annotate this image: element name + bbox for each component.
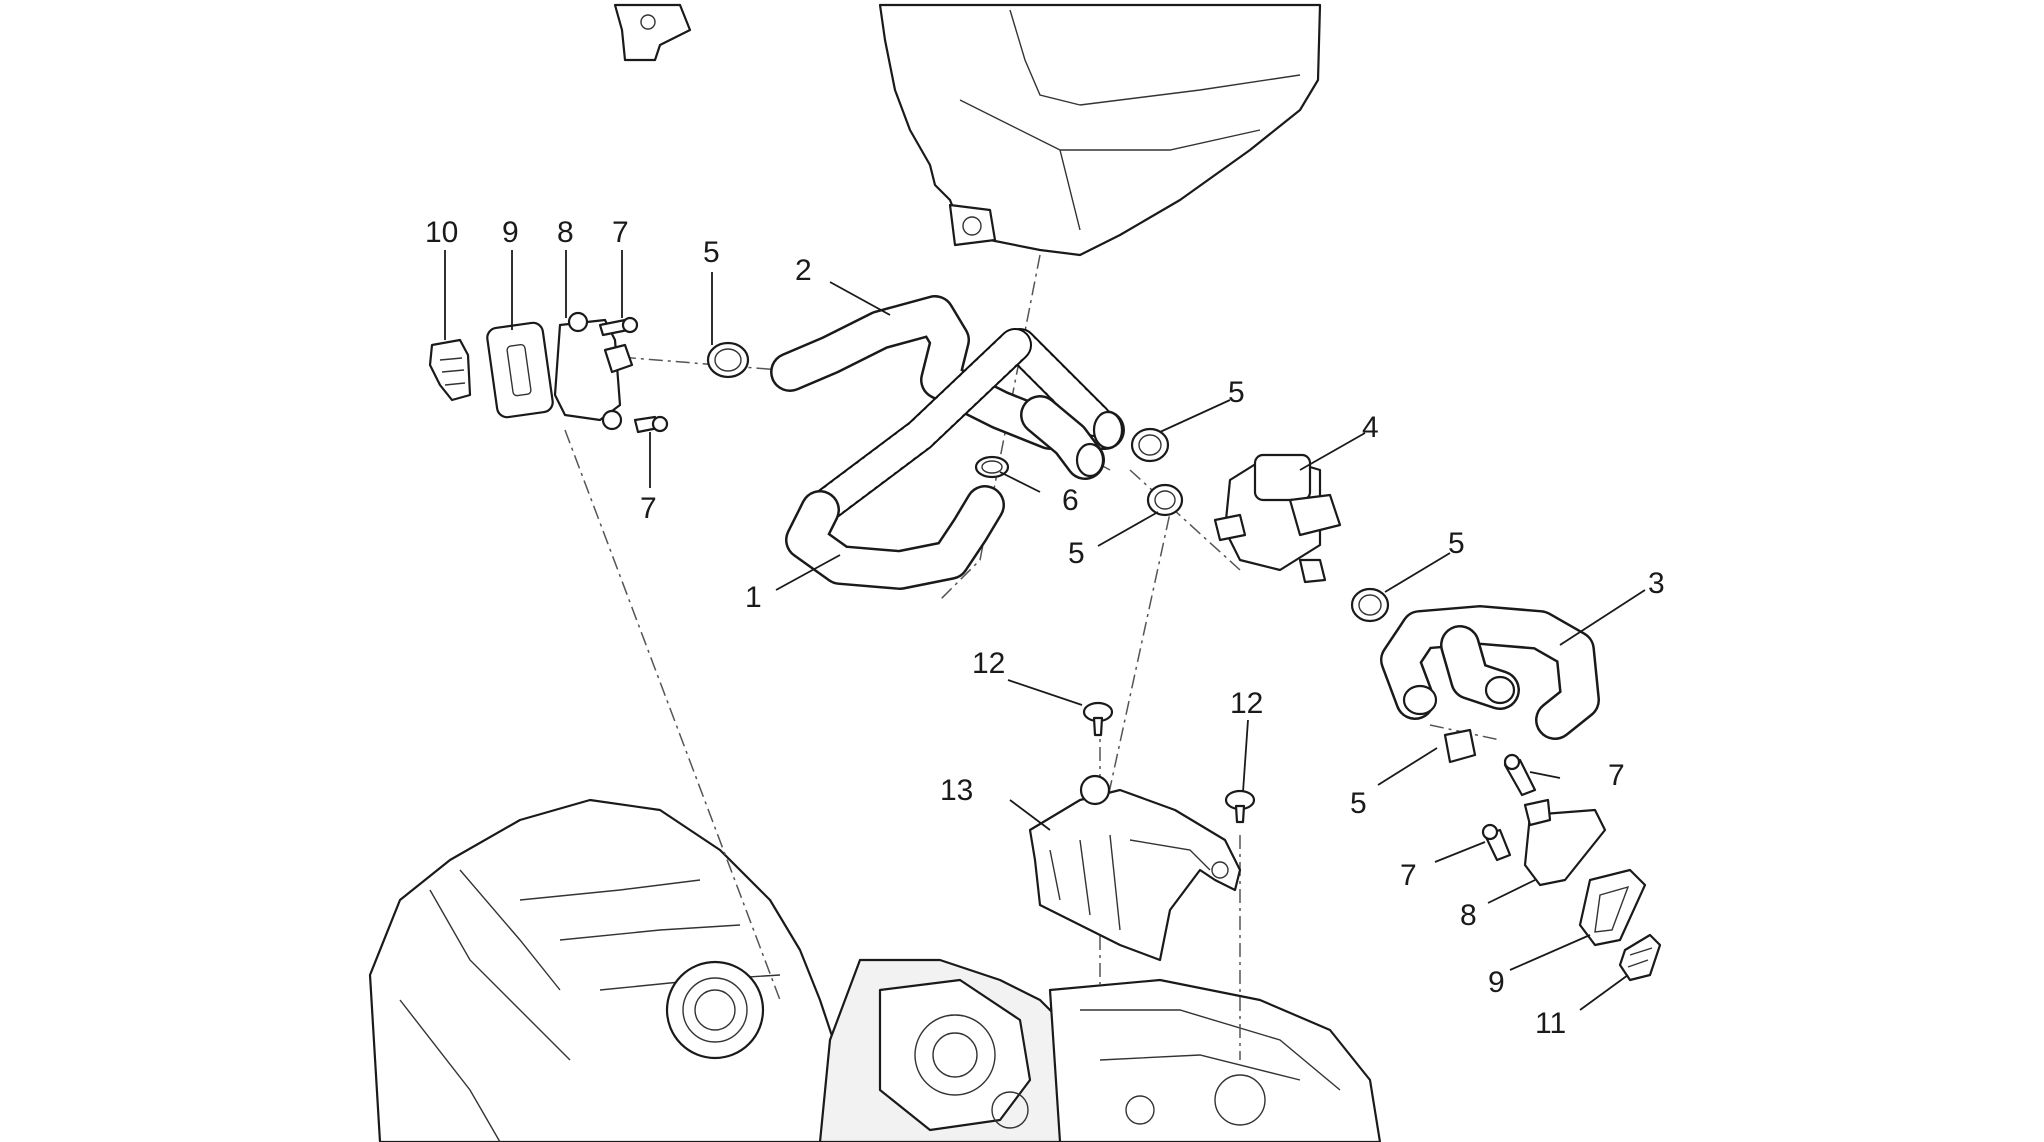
callout-5: 5: [1448, 527, 1465, 560]
callout-8: 8: [557, 216, 574, 249]
callout-5: 5: [1350, 787, 1367, 820]
part-3-hose: [1380, 605, 1600, 740]
part-1-hose: [785, 328, 1105, 590]
part-9-gasket-lower: [1578, 868, 1647, 947]
callout-2: 2: [795, 254, 812, 287]
mounting-bracket: [613, 3, 692, 62]
callout-12: 12: [1230, 687, 1263, 720]
part-11-connector: [1618, 933, 1662, 982]
part-5-clamp-upper: [706, 341, 750, 379]
part-13-support: [1028, 774, 1242, 962]
callout-7: 7: [1608, 759, 1625, 792]
part-5-clamp-mid: [1130, 427, 1170, 463]
part-12-push-pin-right: [1224, 789, 1256, 824]
part-8-flange-lower: [1523, 798, 1607, 887]
callout-3: 3: [1648, 567, 1665, 600]
callout-labels: 10 9 8 7 5 2 7 5 4 6 5 1 5 3 12 12 13 7 …: [425, 216, 1665, 1040]
callout-7: 7: [1400, 859, 1417, 892]
callout-9: 9: [1488, 966, 1505, 999]
callout-12: 12: [972, 647, 1005, 680]
callout-9: 9: [502, 216, 519, 249]
callout-4: 4: [1362, 411, 1379, 444]
part-9-gasket: [486, 321, 554, 419]
part-8-flange: [553, 311, 634, 431]
part-12-push-pin-left: [1082, 701, 1114, 737]
callout-5: 5: [703, 236, 720, 269]
part-5-clamp-right: [1350, 587, 1390, 623]
callout-6: 6: [1062, 484, 1079, 517]
part-5-clamp-bottom-right: [1443, 728, 1477, 764]
airbox-housing: [878, 3, 1322, 257]
callout-7: 7: [612, 216, 629, 249]
part-7-screw-lower: [633, 415, 669, 434]
callout-8: 8: [1460, 899, 1477, 932]
part-7-screw-right-upper: [1503, 753, 1537, 797]
callout-11: 11: [1535, 1007, 1566, 1040]
part-7-screw-upper: [598, 316, 639, 337]
leader-lines: [444, 250, 1646, 1011]
part-10-connector: [428, 338, 472, 402]
part-4-valve: [1213, 453, 1342, 584]
callout-5: 5: [1068, 537, 1085, 570]
callout-7: 7: [640, 492, 657, 525]
part-7-screw-right-lower: [1481, 823, 1512, 862]
callout-10: 10: [425, 216, 458, 249]
callout-13: 13: [940, 774, 973, 807]
part-5-clamp-lower: [1146, 483, 1184, 517]
callout-5: 5: [1228, 376, 1245, 409]
callout-1: 1: [745, 581, 762, 614]
